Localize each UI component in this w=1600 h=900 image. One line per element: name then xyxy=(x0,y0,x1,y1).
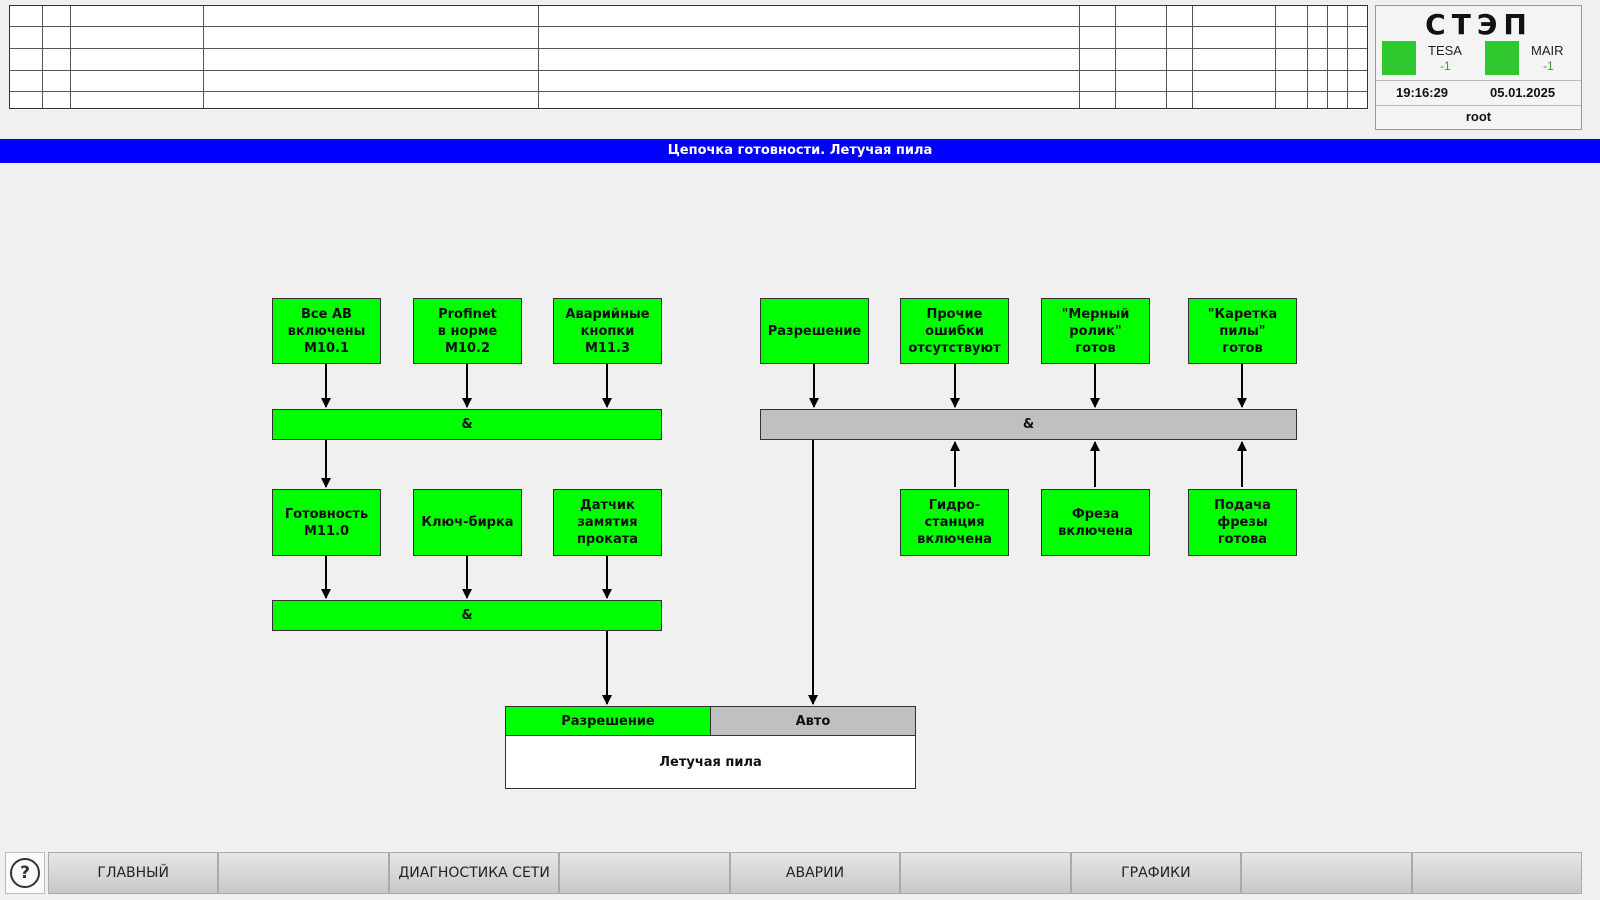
and-gate-left-2: & xyxy=(272,600,662,631)
table-row-line xyxy=(10,48,1367,49)
company-logo: СТЭП xyxy=(1425,8,1533,41)
nav-empty-button-4[interactable] xyxy=(1241,852,1412,894)
table-col-line xyxy=(1115,6,1116,108)
page-title: Цепочка готовности. Летучая пила xyxy=(0,139,1600,163)
table-row-line xyxy=(10,26,1367,27)
node-all-breakers-on: Все АВ включены М10.1 xyxy=(272,298,381,364)
header-table xyxy=(9,5,1368,109)
divider xyxy=(1376,80,1581,81)
output-permission: Разрешение xyxy=(505,706,711,736)
node-hydraulic-station-on: Гидро- станция включена xyxy=(900,489,1009,556)
clock-date: 05.01.2025 xyxy=(1490,85,1556,100)
mair-value: -1 xyxy=(1543,59,1554,73)
help-button[interactable]: ? xyxy=(5,852,45,894)
output-flying-saw: Летучая пила xyxy=(505,735,916,789)
table-col-line xyxy=(1275,6,1276,108)
clock-time: 19:16:29 xyxy=(1396,85,1449,100)
nav-network-diagnostics-button[interactable]: ДИАГНОСТИКА СЕТИ xyxy=(388,852,560,894)
bottom-nav: ГЛАВНЫЙ ДИАГНОСТИКА СЕТИ АВАРИИ ГРАФИКИ xyxy=(48,852,1582,894)
table-col-line xyxy=(1307,6,1308,108)
node-readiness-m11: Готовность М11.0 xyxy=(272,489,381,556)
table-col-line xyxy=(1166,6,1167,108)
node-saw-carriage-ready: "Каретка пилы" готов xyxy=(1188,298,1297,364)
table-col-line xyxy=(538,6,539,108)
nav-empty-button-2[interactable] xyxy=(559,852,730,894)
and-gate-right: & xyxy=(760,409,1297,440)
table-col-line xyxy=(70,6,71,108)
node-profinet-ok: Profinet в норме М10.2 xyxy=(413,298,522,364)
table-col-line xyxy=(1327,6,1328,108)
help-icon: ? xyxy=(10,858,40,888)
node-key-tag: Ключ-бирка xyxy=(413,489,522,556)
and-gate-left-1: & xyxy=(272,409,662,440)
table-col-line xyxy=(1079,6,1080,108)
table-row-line xyxy=(10,70,1367,71)
node-emergency-buttons: Аварийные кнопки М11.3 xyxy=(553,298,662,364)
table-row-line xyxy=(10,91,1367,92)
node-jam-sensor: Датчик замятия проката xyxy=(553,489,662,556)
node-permission: Разрешение xyxy=(760,298,869,364)
tesa-label: TESA xyxy=(1428,43,1462,58)
current-user: root xyxy=(1465,109,1492,124)
node-mill-feed-ready: Подача фрезы готова xyxy=(1188,489,1297,556)
node-no-other-errors: Прочие ошибки отсутствуют xyxy=(900,298,1009,364)
mair-indicator xyxy=(1485,41,1519,75)
status-panel: СТЭП TESA -1 MAIR -1 19:16:29 05.01.2025… xyxy=(1375,5,1582,130)
table-col-line xyxy=(203,6,204,108)
divider xyxy=(1376,105,1581,106)
table-col-line xyxy=(1347,6,1348,108)
table-col-line xyxy=(1192,6,1193,108)
table-col-line xyxy=(42,6,43,108)
node-measuring-roller-ready: "Мерный ролик" готов xyxy=(1041,298,1150,364)
output-auto: Авто xyxy=(710,706,916,736)
nav-empty-button-5[interactable] xyxy=(1411,852,1582,894)
nav-empty-button-3[interactable] xyxy=(900,852,1071,894)
nav-alarms-button[interactable]: АВАРИИ xyxy=(729,852,901,894)
nav-empty-button-1[interactable] xyxy=(218,852,389,894)
tesa-value: -1 xyxy=(1440,59,1451,73)
nav-main-button[interactable]: ГЛАВНЫЙ xyxy=(48,852,219,894)
tesa-indicator xyxy=(1382,41,1416,75)
mair-label: MAIR xyxy=(1531,43,1564,58)
nav-charts-button[interactable]: ГРАФИКИ xyxy=(1070,852,1242,894)
node-mill-on: Фреза включена xyxy=(1041,489,1150,556)
